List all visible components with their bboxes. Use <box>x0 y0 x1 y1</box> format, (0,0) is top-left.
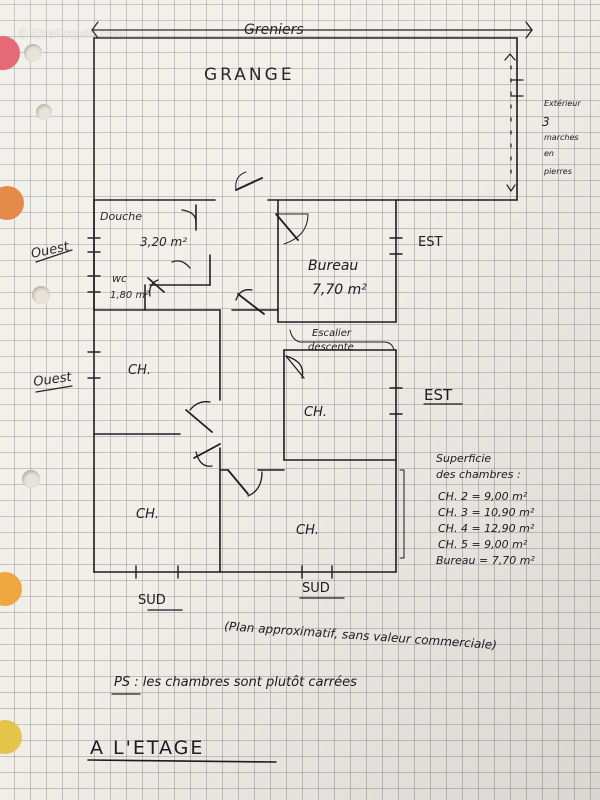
greniers-dimension <box>91 21 533 39</box>
room-ch-3: CH. <box>136 507 159 522</box>
binder-hole-4 <box>36 104 52 120</box>
descente-label: descente <box>308 342 354 353</box>
room-ch-2: CH. <box>304 405 327 420</box>
douche-label: Douche <box>100 210 142 223</box>
bureau-area: 7,70 m² <box>312 282 367 298</box>
table-dot-3 <box>0 572 22 606</box>
superficie-row: CH. 5 = 9,00 m² <box>438 538 528 551</box>
underlines <box>35 249 463 763</box>
binder-hole-3 <box>22 470 40 488</box>
superficie-heading-1: Superficie <box>436 452 491 465</box>
binder-hole-1 <box>24 44 42 62</box>
est-mid-label: EST <box>424 386 453 404</box>
window-marks <box>87 237 403 579</box>
superficie-row: Bureau = 7,70 m² <box>436 554 535 567</box>
building-walls <box>93 199 397 573</box>
escalier-label: Escalier <box>312 328 352 339</box>
note-plan-approximatif: (Plan approximatif, sans valeur commerci… <box>224 619 497 652</box>
superficie-brace <box>399 469 405 559</box>
grange-outline <box>93 37 518 201</box>
binder-hole-2 <box>32 286 50 304</box>
ouest-mid-label: Ouest <box>32 370 73 390</box>
table-dot-1 <box>0 36 20 70</box>
table-dot-4 <box>0 720 22 754</box>
superficie-row: CH. 3 = 10,90 m² <box>438 506 535 519</box>
bureau-label: Bureau <box>308 258 358 274</box>
est-top-label: EST <box>418 235 442 250</box>
superficie-row: CH. 2 = 9,00 m² <box>438 490 528 503</box>
exterieur-en: en <box>544 149 554 158</box>
room-ch-4: CH. <box>296 523 319 538</box>
wc-label: wc <box>112 272 127 285</box>
exterieur-num: 3 <box>542 115 550 129</box>
note-ps: PS : les chambres sont plutôt carrées <box>114 675 357 690</box>
exterieur-label: Extérieur <box>544 98 581 108</box>
exterieur-marches: marches <box>544 133 579 142</box>
greniers-label: Greniers <box>244 22 304 38</box>
floor-title: A L'ETAGE <box>90 737 204 759</box>
superficie-heading-2: des chambres : <box>436 468 521 481</box>
sud-label-2: SUD <box>302 581 330 596</box>
superficie-row: CH. 4 = 12,90 m² <box>438 522 535 535</box>
stair-brace <box>289 329 395 351</box>
room-ch-1: CH. <box>128 363 151 378</box>
douche-area: 3,20 m² <box>140 235 187 249</box>
ouest-top-label: Ouest <box>30 239 72 262</box>
doors <box>147 171 309 497</box>
exterieur-pierres: pierres <box>543 167 572 176</box>
grange-label: GRANGE <box>204 65 295 85</box>
exterior-steps <box>504 53 524 192</box>
wc-area: 1,80 m² <box>110 290 149 301</box>
sud-label-1: SUD <box>138 593 166 608</box>
